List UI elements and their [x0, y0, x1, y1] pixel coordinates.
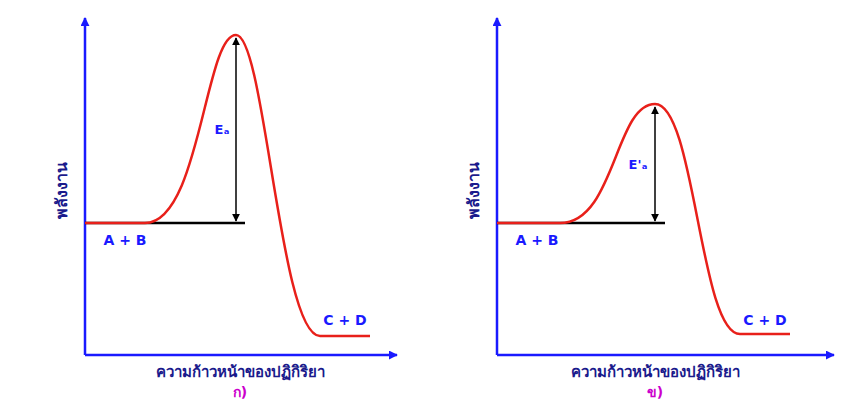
reactant-label: A + B — [104, 232, 147, 248]
x-axis — [497, 354, 834, 357]
y-axis — [496, 18, 499, 355]
axis-title: พลังงาน — [53, 162, 71, 219]
axis-title: พลังงาน — [465, 162, 483, 219]
axis-title: ความก้าวหน้าของปฏิกิริยา — [571, 364, 740, 381]
activation-energy-label: Eₐ — [215, 123, 230, 138]
x-axis — [85, 354, 397, 357]
energy-curve — [497, 104, 790, 334]
reactant-label: A + B — [516, 232, 559, 248]
activation-energy-arrow — [235, 38, 237, 221]
energy-curve — [85, 35, 370, 336]
axis-title: ความก้าวหน้าของปฏิกิริยา — [156, 364, 325, 381]
activation-energy-arrow — [654, 107, 656, 221]
y-axis — [84, 18, 87, 355]
product-label: C + D — [323, 312, 366, 328]
activation-energy-label: E'ₐ — [629, 158, 648, 173]
panel-caption: ข) — [647, 384, 663, 400]
product-label: C + D — [743, 312, 786, 328]
panel-caption: ก) — [233, 384, 247, 400]
